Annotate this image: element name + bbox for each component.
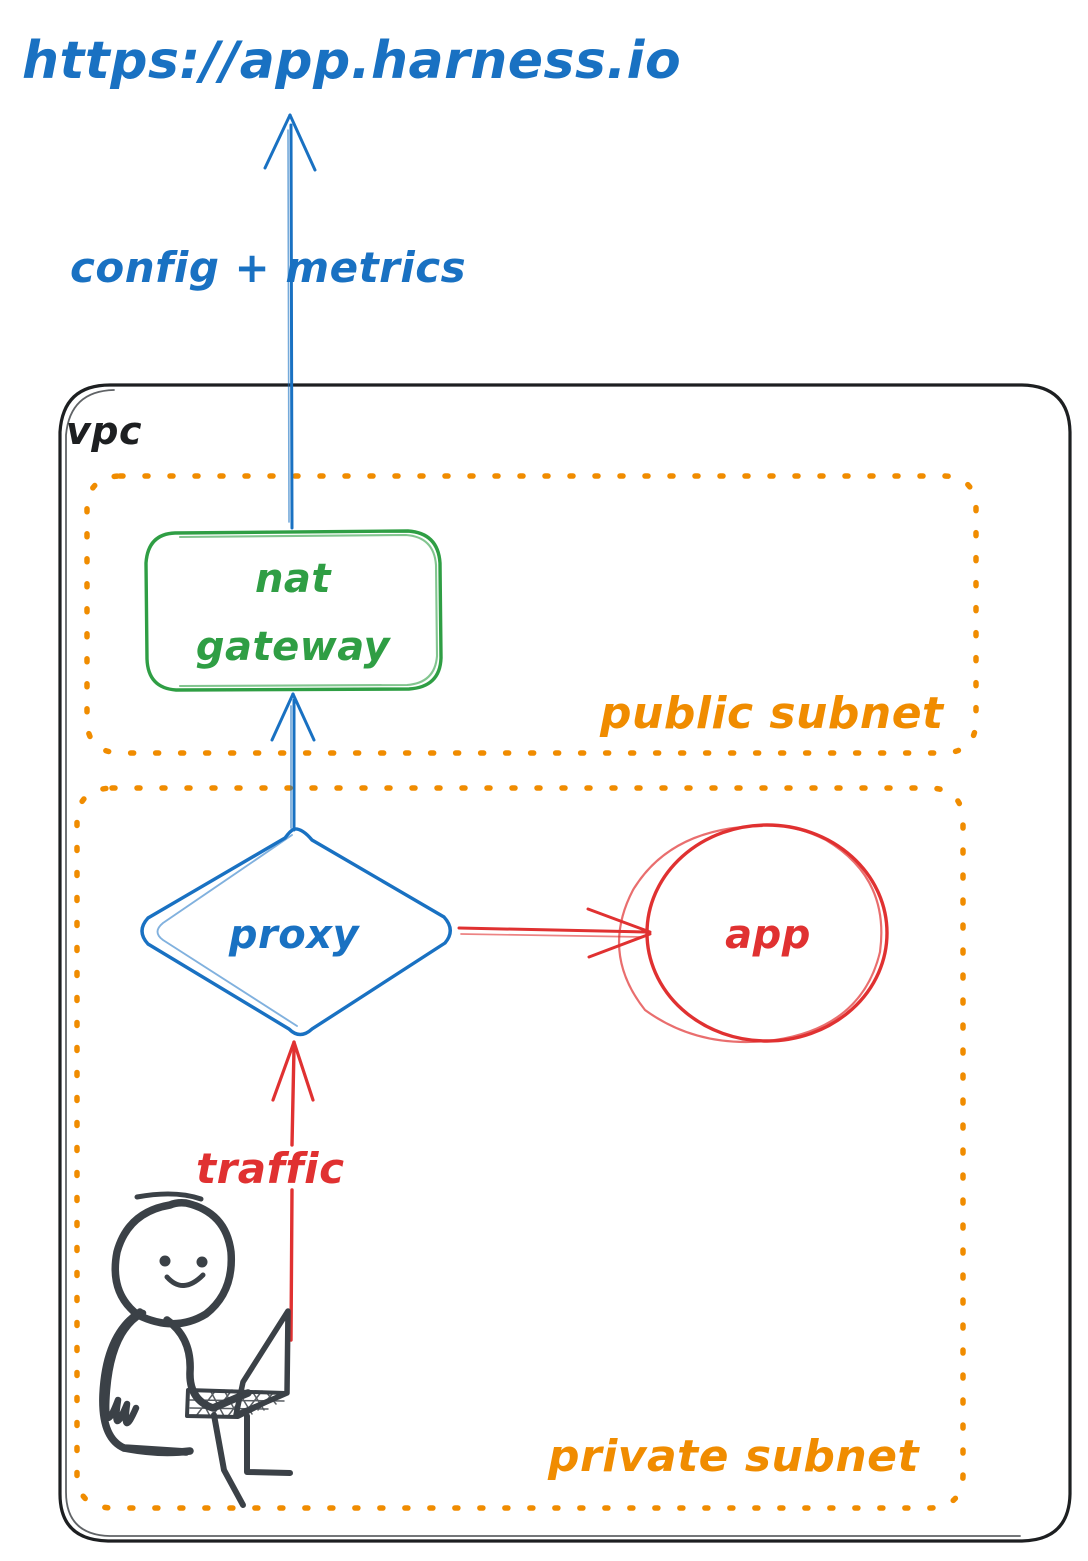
laptop-base-hatching bbox=[189, 1389, 285, 1417]
edge-user-to-proxy-line-lower bbox=[289, 1188, 294, 1342]
user-head-sketch bbox=[134, 1191, 204, 1202]
nat-gateway-border bbox=[144, 529, 443, 692]
edge-proxy-to-app bbox=[457, 907, 652, 959]
user-leg-upper bbox=[211, 1412, 246, 1508]
edge-proxy-to-app-arrowhead-top bbox=[586, 907, 652, 934]
nat-gateway-border-sketch bbox=[178, 533, 439, 688]
edge-nat-to-internet-line-sketch bbox=[287, 129, 290, 523]
edge-proxy-to-app-line bbox=[457, 926, 647, 934]
traffic-label: traffic bbox=[196, 1144, 344, 1193]
public-subnet-label: public subnet bbox=[599, 688, 945, 739]
endpoint-url-label: https://app.harness.io bbox=[22, 31, 681, 91]
vpc-label: vpc bbox=[66, 409, 142, 453]
user-leg-lower bbox=[244, 1413, 293, 1476]
nat-gateway-label-line2: gateway bbox=[196, 624, 392, 670]
app-node[interactable] bbox=[617, 823, 889, 1044]
edge-proxy-to-app-line-sketch bbox=[460, 933, 643, 938]
edge-user-to-proxy-arrowhead-right bbox=[292, 1040, 315, 1102]
user-figure-icon bbox=[99, 1191, 293, 1508]
edge-nat-to-internet-arrowhead-right bbox=[288, 113, 317, 172]
proxy-node[interactable] bbox=[140, 827, 452, 1037]
user-eye-right bbox=[196, 1256, 208, 1268]
app-label: app bbox=[725, 912, 811, 958]
edge-proxy-to-app-arrowhead-bottom bbox=[587, 932, 652, 959]
nat-gateway-node[interactable] bbox=[144, 529, 443, 692]
edge-proxy-to-nat-arrowhead-right bbox=[291, 692, 316, 742]
edge-nat-to-internet bbox=[263, 113, 317, 530]
app-border-sketch bbox=[617, 823, 883, 1044]
user-smile bbox=[164, 1272, 206, 1288]
vpc-container bbox=[58, 383, 1072, 1543]
proxy-label: proxy bbox=[228, 912, 361, 958]
edge-user-to-proxy-arrowhead-left bbox=[271, 1040, 296, 1102]
user-lap bbox=[120, 1444, 194, 1457]
proxy-border-sketch bbox=[156, 834, 298, 1027]
user-torso bbox=[99, 1308, 190, 1456]
private-subnet-border bbox=[74, 785, 966, 1511]
private-subnet-container bbox=[74, 785, 966, 1511]
nat-gateway-label-line1: nat bbox=[255, 556, 332, 602]
user-eye-left bbox=[159, 1255, 171, 1267]
edge-user-to-proxy bbox=[271, 1040, 315, 1342]
edge-nat-to-internet-arrowhead-left bbox=[263, 113, 292, 170]
vpc-border bbox=[58, 383, 1072, 1543]
user-arm bbox=[163, 1316, 252, 1412]
vpc-border-sketch bbox=[65, 389, 1021, 1537]
edge-nat-to-internet-line bbox=[289, 123, 294, 530]
user-head bbox=[111, 1199, 236, 1328]
proxy-border bbox=[140, 827, 452, 1037]
uplink-edge-label: config + metrics bbox=[70, 243, 466, 292]
edge-user-to-proxy-line-upper bbox=[290, 1046, 296, 1147]
private-subnet-label: private subnet bbox=[547, 1431, 921, 1482]
edge-proxy-to-nat bbox=[270, 692, 316, 832]
edge-proxy-to-nat-arrowhead-left bbox=[270, 692, 295, 742]
